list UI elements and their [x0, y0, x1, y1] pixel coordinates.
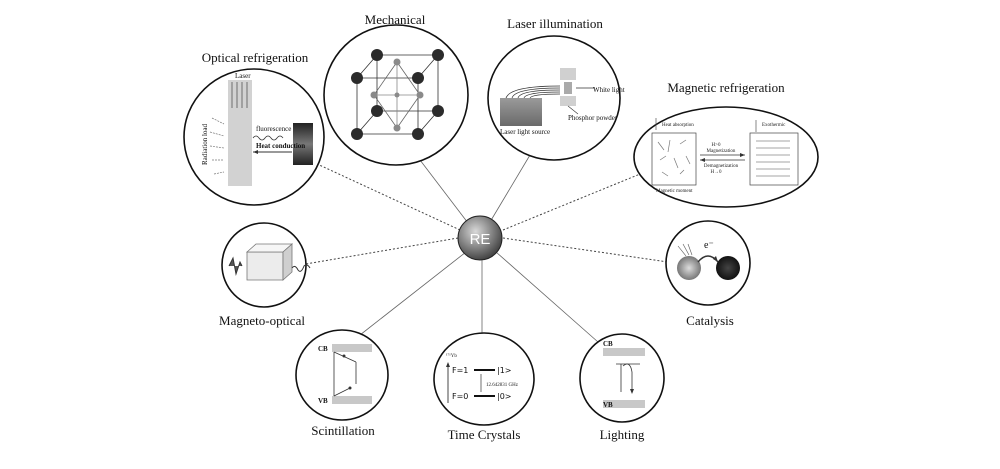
aligned-moments-box [749, 132, 799, 186]
phosphor-holder-top [560, 68, 576, 80]
laser-illumination-circle [487, 35, 621, 161]
f1-label: F=1 [452, 366, 468, 375]
lighting-valence-band [603, 400, 645, 408]
connector-mechanical [419, 159, 469, 224]
title-optical-refrigeration: Optical refrigeration [202, 50, 309, 65]
title-magnetic-refrigeration: Magnetic refrigeration [667, 80, 785, 95]
center-label: RE [470, 231, 491, 248]
node-laser-illumination: Laser illumination White light Phosphor … [487, 16, 625, 161]
ket0-label: |0> [497, 392, 512, 401]
laser-light-source-label: Laser light source [500, 128, 550, 136]
magnetic-refrigeration-circle [633, 106, 819, 208]
radiation-arrows [209, 117, 225, 175]
valence-band [332, 396, 372, 404]
fluorescence-label: fluorescence [256, 125, 291, 133]
connector-optical-refrigeration [314, 162, 461, 231]
electron-label: e⁻ [704, 240, 714, 251]
rotated-wave [291, 264, 311, 272]
catalyst-particle-b [716, 256, 740, 280]
node-scintillation: CB VB Scintillation [295, 329, 389, 438]
scintillation-circle [295, 329, 389, 421]
node-optical-refrigeration: Optical refrigeration Laser Radiation lo… [183, 50, 325, 206]
title-laser-illumination: Laser illumination [507, 16, 603, 31]
demagnetization-label: Demagnetization [704, 164, 739, 169]
isotope-label: ¹⁷¹Yb [446, 353, 457, 359]
node-mechanical: Mechanical [323, 12, 469, 166]
magnetization-label: Magnetization [707, 149, 736, 154]
lighting-transitions [616, 363, 640, 392]
light-rays [677, 243, 693, 257]
connector-magnetic-refrigeration [502, 171, 646, 231]
node-magnetic-refrigeration: Magnetic refrigeration Heat absorption E… [633, 80, 819, 208]
ket1-label: |1> [497, 366, 512, 375]
node-magneto-optical: Magneto-optical [219, 222, 311, 328]
heat-sink-bar [293, 123, 313, 165]
hole-dot [348, 386, 352, 390]
node-time-crystals: ¹⁷¹Yb F=1 F=0 |1> |0> 12.642831 GHz Time… [433, 332, 535, 442]
node-catalysis: e⁻ Catalysis [665, 220, 751, 328]
scintillation-cb-label: CB [318, 345, 328, 353]
energy-axis-arrowhead [446, 362, 450, 367]
laser-light-source-block [500, 98, 542, 126]
heat-conduction-arrowhead [253, 150, 258, 154]
phosphor-holder-bottom [560, 96, 576, 106]
title-mechanical: Mechanical [365, 12, 426, 27]
lighting-vb-label: VB [603, 401, 613, 409]
catalysis-circle [665, 220, 751, 306]
time-crystals-circle [433, 332, 535, 426]
title-scintillation: Scintillation [311, 423, 375, 438]
fluorescence-wave [252, 135, 284, 141]
incident-wave [228, 256, 243, 276]
electron-dot [342, 354, 346, 358]
title-lighting: Lighting [600, 427, 645, 442]
lattice-atoms [351, 49, 444, 140]
exothermic-label: Exothermic [762, 123, 786, 128]
magneto-crystal-side [282, 243, 293, 281]
lighting-emission-arrowhead [630, 389, 634, 394]
connectors [299, 154, 669, 343]
lighting-conduction-band [603, 348, 645, 356]
lattice-inner-atoms [370, 58, 424, 132]
frequency-label: 12.642831 GHz [486, 383, 519, 388]
center-node: RE [457, 215, 503, 261]
connector-laser-illumination [489, 154, 531, 223]
h-zero-label: H→0 [710, 170, 722, 175]
f0-label: F=0 [452, 392, 468, 401]
heat-conduction-label: Heat conduction [256, 142, 305, 150]
h-positive-label: H>0 [712, 143, 721, 148]
white-light-label: White light [593, 86, 625, 94]
disordered-moments-box [651, 132, 697, 186]
lighting-cb-label: CB [603, 340, 613, 348]
connector-lighting [495, 251, 599, 343]
title-catalysis: Catalysis [686, 313, 734, 328]
connector-magneto-optical [299, 237, 459, 266]
aligned-moments [756, 140, 790, 177]
node-lighting: CB VB Lighting [579, 333, 665, 442]
catalyst-particle-a [677, 256, 701, 280]
phosphor-powder-label: Phosphor powder [568, 114, 618, 122]
demagnetization-arrowhead [700, 158, 705, 162]
title-magneto-optical: Magneto-optical [219, 313, 305, 328]
lighting-circle [579, 333, 665, 423]
conduction-band [332, 344, 372, 352]
heat-absorption-label: Heat absorption [662, 123, 694, 128]
phosphor-pointer [567, 105, 579, 115]
center-sphere [457, 215, 503, 261]
connector-catalysis [502, 237, 669, 263]
laser-beams [231, 82, 248, 108]
connector-scintillation [359, 251, 467, 336]
electron-transfer-arrowhead [713, 256, 718, 262]
magneto-crystal-front [246, 251, 284, 281]
laser-label: Laser [235, 72, 251, 80]
disordered-moments [657, 139, 691, 177]
scintillation-transitions [333, 351, 357, 397]
radiation-load-label: Radiation load [201, 123, 209, 165]
title-time-crystals: Time Crystals [448, 427, 521, 442]
phosphor-powder [564, 82, 572, 94]
magnetization-arrowhead [740, 153, 745, 157]
optical-fibers [505, 85, 561, 99]
magnetic-moment-label: Magnetic moment [656, 189, 693, 194]
scintillation-vb-label: VB [318, 397, 328, 405]
